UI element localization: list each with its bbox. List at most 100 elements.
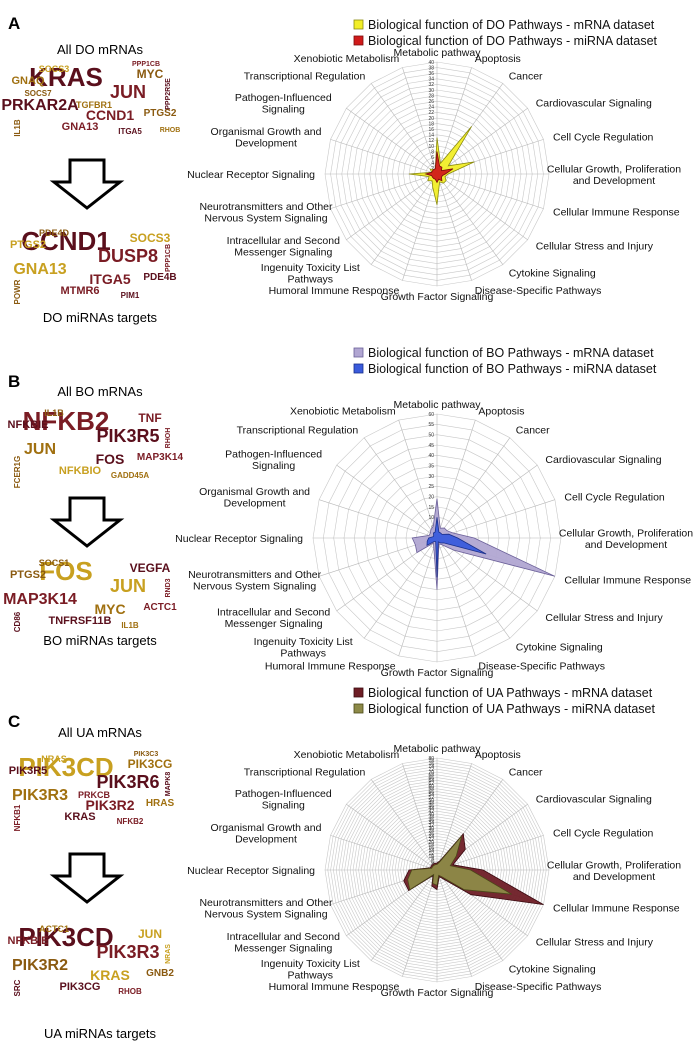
cloud-word: PIK3R3	[96, 942, 159, 962]
axis-spoke	[436, 835, 544, 871]
series-area-0	[411, 498, 556, 590]
tick-label: 78	[428, 759, 434, 765]
tick-label: 52	[428, 795, 434, 801]
axis-spoke	[363, 537, 438, 639]
tick-label: 58	[428, 787, 434, 793]
cloud-word: PTGS2	[10, 239, 46, 251]
axis-spoke	[436, 437, 511, 539]
cloud-word: PPP1CB	[165, 244, 172, 272]
tick-label: 32	[428, 823, 434, 829]
radar-chart-b: Biological function of BO Pathways - mRN…	[175, 340, 700, 680]
word-cloud-bottom: CCND1DUSP8GNA13ITGA5SOCS3PTGS2MTMR6PDE4B…	[10, 226, 177, 304]
axis-spoke	[398, 537, 438, 656]
tick-label: 45	[428, 443, 434, 449]
cloud-word: JUN	[138, 927, 162, 941]
category-label: Nuclear Receptor Signaling	[175, 533, 303, 545]
cloud-word: PRKCB	[78, 790, 111, 800]
cloud-word: NFKBIE	[8, 935, 49, 947]
tick-label: 80	[428, 756, 434, 762]
axis-spoke	[370, 779, 438, 871]
axis-spoke	[402, 173, 438, 281]
cloud-word: PIK3CD	[18, 752, 113, 782]
category-label: Cell Cycle Regulation	[553, 827, 654, 839]
cloud-word: MAPK8	[165, 772, 172, 797]
cloud-word: NFKB2	[117, 817, 144, 826]
tick-label: 6	[431, 859, 434, 865]
panel-letter: C	[8, 712, 21, 731]
legend-swatch	[353, 687, 364, 698]
cloud-word: FCER1G	[13, 456, 22, 488]
cloud-word: PDE4D	[39, 228, 70, 238]
axis-spoke	[436, 499, 555, 539]
category-label: Cell Cycle Regulation	[553, 131, 654, 143]
tick-label: 54	[428, 792, 434, 798]
axis-spoke	[346, 173, 438, 241]
category-label: Transcriptional Regulation	[237, 425, 359, 437]
cloud-word: HRAS	[146, 798, 175, 809]
tick-label: 60	[428, 784, 434, 790]
tick-label: 64	[428, 778, 434, 784]
cloud-word: PTGS2	[144, 108, 177, 119]
cloud-word: ACTC1	[143, 602, 177, 613]
cloud-title: All UA mRNAs	[58, 725, 142, 740]
cloud-word: JUN	[110, 82, 146, 102]
tick-label: 16	[428, 127, 434, 133]
legend-swatch	[353, 347, 364, 358]
category-label: Disease-Specific Pathways	[475, 981, 602, 993]
tick-label: 18	[428, 843, 434, 849]
tick-label: 6	[431, 155, 434, 161]
cloud-word: DUSP8	[98, 246, 158, 266]
tick-label: 28	[428, 829, 434, 835]
tick-label: 8	[431, 857, 434, 863]
cloud-word: RHOB	[118, 987, 142, 996]
legend-label: Biological function of BO Pathways - mRN…	[368, 346, 654, 360]
tick-label: 25	[428, 484, 434, 490]
category-label: Xenobiotic Metabolism	[294, 53, 400, 65]
word-cloud-bottom: PIK3CDPIK3R3PIK3R2KRASJUNNFKBIEPIK3CGGNB…	[8, 922, 175, 996]
tick-label: 76	[428, 761, 434, 767]
category-label: Metabolic pathway	[394, 743, 482, 755]
category-label: Humoral Immune Response	[269, 981, 400, 993]
tick-label: 28	[428, 93, 434, 99]
cloud-word: GNB2	[146, 968, 174, 979]
axis-spoke	[346, 803, 438, 871]
series-area-0	[408, 126, 475, 205]
cloud-word: KRAS	[29, 62, 103, 92]
tick-label: 20	[428, 116, 434, 122]
tick-label: 18	[428, 121, 434, 127]
axis-spoke	[363, 437, 438, 539]
cloud-word: SOCS1	[39, 558, 70, 568]
tick-label: 62	[428, 781, 434, 787]
axis-spoke	[436, 67, 472, 175]
tick-label: 40	[428, 812, 434, 818]
tick-label: 35	[428, 464, 434, 470]
cloud-word: SOCS7	[24, 89, 52, 98]
cloud-word: NRAS	[165, 944, 172, 964]
cloud-word: MYC	[137, 67, 164, 81]
legend-label: Biological function of UA Pathways - miR…	[368, 702, 655, 716]
axis-spoke	[330, 139, 438, 175]
category-label: Cancer	[516, 425, 550, 437]
tick-label: 30	[428, 474, 434, 480]
cloud-word: NFKBIE	[8, 419, 49, 431]
cloud-word: NFKBIO	[59, 465, 102, 477]
radar-chart-c: Biological function of UA Pathways - mRN…	[187, 680, 700, 1056]
cloud-word: PIK3C3	[134, 751, 159, 758]
tick-label: 12	[428, 851, 434, 857]
tick-label: 10	[428, 515, 434, 521]
axis-spoke	[370, 173, 438, 265]
tick-label: 26	[428, 99, 434, 105]
legend-swatch	[353, 703, 364, 714]
category-label: Cardiovascular Signaling	[536, 97, 652, 109]
cloud-word: SOCS3	[130, 231, 171, 245]
cloud-word: PPP1CB	[132, 61, 160, 68]
